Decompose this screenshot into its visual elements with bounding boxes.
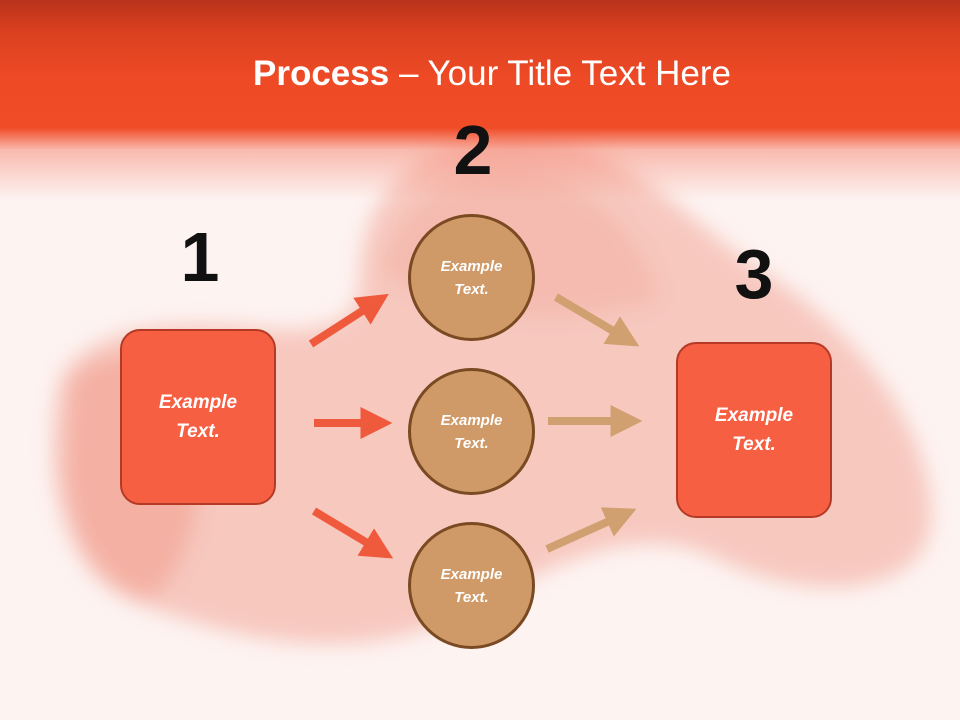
step-number-1: 1 <box>180 218 220 296</box>
step-1-box: Example Text. <box>120 329 276 505</box>
page-title: Process – Your Title Text Here <box>0 52 960 96</box>
step-3-box-line1: Example <box>714 405 794 426</box>
step-2-circle-middle: Example Text. <box>408 368 535 495</box>
step-number-2: 2 <box>453 111 493 189</box>
circle-middle-line1: Example <box>440 411 503 429</box>
step-3-box: Example Text. <box>676 342 832 518</box>
title-bold: Process <box>253 54 390 93</box>
step-number-3: 3 <box>734 235 774 313</box>
header-band <box>0 0 960 200</box>
arrow-bottom-to-3 <box>545 507 637 553</box>
circle-top-line1: Example <box>440 257 503 275</box>
step-2-circle-top: Example Text. <box>408 214 535 341</box>
circle-top-line2: Text. <box>454 280 489 298</box>
step-3-box-line2: Text. <box>732 434 776 455</box>
arrow-1-to-top <box>308 293 389 348</box>
arrow-top-to-3 <box>553 293 640 347</box>
title-rest: – Your Title Text Here <box>389 54 731 93</box>
step-2-circle-bottom: Example Text. <box>408 522 535 649</box>
step-1-box-line2: Text. <box>176 421 220 442</box>
arrow-1-to-bottom <box>311 507 394 559</box>
circle-middle-line2: Text. <box>454 434 489 452</box>
circle-bottom-line1: Example <box>440 565 503 583</box>
circle-bottom-line2: Text. <box>454 588 489 606</box>
step-1-box-line1: Example <box>158 392 238 413</box>
